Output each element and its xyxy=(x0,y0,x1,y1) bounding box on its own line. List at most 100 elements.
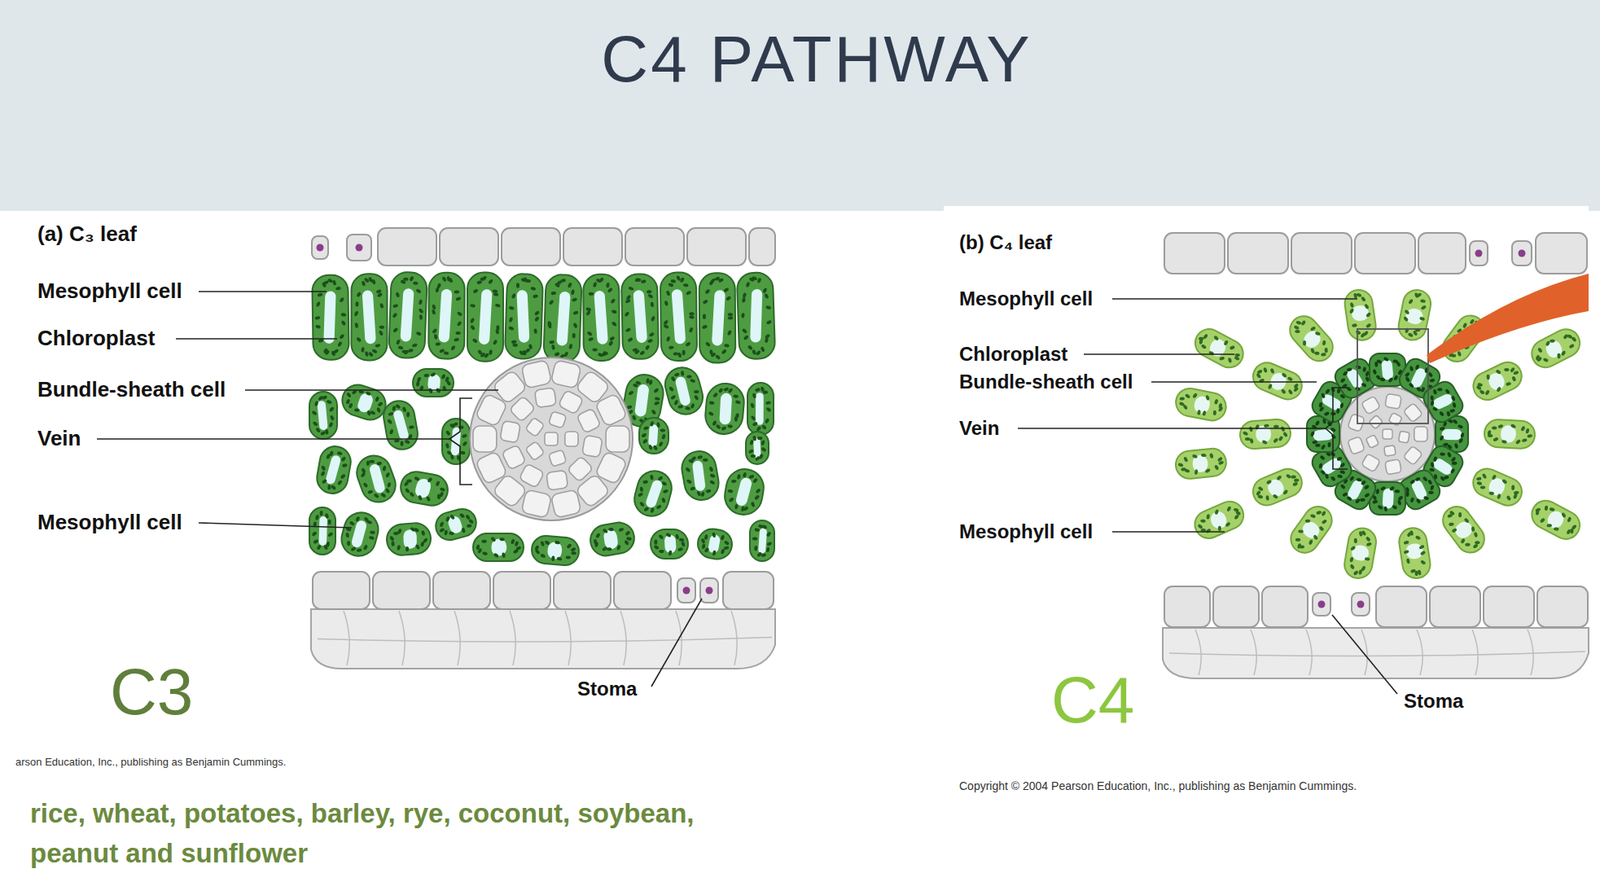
cell-wall xyxy=(747,382,774,435)
nucleus-dot xyxy=(1357,600,1365,609)
chloroplast-dot xyxy=(1560,350,1567,357)
spongy-cell xyxy=(530,534,581,567)
chloroplast-dot xyxy=(1544,504,1549,511)
chloroplast-dot xyxy=(1350,302,1355,308)
chloroplast-dot xyxy=(661,497,667,504)
chloroplast-dot xyxy=(327,277,334,283)
chloroplast-dot xyxy=(391,405,396,412)
leader-line xyxy=(1112,530,1225,533)
chloroplast-dot xyxy=(1364,556,1371,562)
chloroplast-dot xyxy=(689,378,696,384)
mesophyll-cell xyxy=(1190,496,1248,543)
vein xyxy=(469,357,633,521)
chloroplast-dot xyxy=(1415,363,1421,370)
vacuole xyxy=(711,289,726,347)
leader-line xyxy=(96,438,450,440)
chloroplast-dot xyxy=(323,543,329,551)
chloroplast-dot xyxy=(1294,329,1301,334)
bundle-sheath-cell xyxy=(1420,377,1467,426)
chloroplast-dot xyxy=(360,467,367,474)
chloroplast-dot xyxy=(1546,523,1552,528)
chloroplast-dot xyxy=(1336,455,1342,461)
cell-wall xyxy=(388,271,428,360)
chloroplast-dot xyxy=(1414,292,1420,299)
cell-wall xyxy=(1190,324,1249,373)
chloroplast-dot xyxy=(721,348,728,355)
chloroplast-dot xyxy=(1404,376,1411,383)
chloroplast-dot xyxy=(355,336,362,342)
chloroplast-dot xyxy=(1439,452,1446,456)
chloroplast-dot xyxy=(380,492,387,499)
chloroplast-dot xyxy=(1491,473,1498,481)
chloroplast-dot xyxy=(495,302,501,308)
chloroplast-dot xyxy=(548,298,555,305)
chloroplast-dot xyxy=(492,338,499,346)
chloroplast-dot xyxy=(369,530,376,535)
chloroplast-dot xyxy=(1267,383,1274,391)
chloroplast-dot xyxy=(1213,410,1217,417)
chloroplast-dot xyxy=(711,420,718,427)
leader-line xyxy=(651,598,702,687)
vein xyxy=(1340,386,1435,482)
chloroplast-dot xyxy=(1404,371,1411,377)
chloroplast-dot xyxy=(643,425,649,431)
chloroplast-dot xyxy=(407,348,414,354)
chloroplast-dot xyxy=(1305,519,1311,523)
chloroplast-dot xyxy=(749,402,755,408)
chloroplast-dot xyxy=(1444,388,1451,395)
chloroplast-dot xyxy=(682,350,686,356)
chloroplast-dot xyxy=(1420,304,1428,311)
chloroplast-dot xyxy=(731,479,737,484)
chloroplast-dot xyxy=(445,516,451,522)
vacuole xyxy=(1404,306,1425,325)
chloroplast-dot xyxy=(1457,424,1464,430)
chloroplast-dot xyxy=(341,320,347,327)
part-label: Mesophyll cell xyxy=(37,278,183,304)
chloroplast-dot xyxy=(569,547,576,553)
chloroplast-dot xyxy=(1521,438,1528,443)
chloroplast-dot xyxy=(438,527,446,534)
epidermal-cell xyxy=(377,227,437,266)
chloroplast-dot xyxy=(631,347,638,353)
chloroplast-dot xyxy=(631,414,637,421)
chloroplast-dot xyxy=(355,291,362,299)
guard-cell xyxy=(1469,241,1488,266)
part-label: Vein xyxy=(37,425,81,452)
chloroplast-dot xyxy=(761,424,768,430)
chloroplast-dot xyxy=(727,424,733,429)
chloroplast-dot xyxy=(416,376,422,382)
chloroplast-dot xyxy=(1463,517,1469,523)
chloroplast-dot xyxy=(366,409,372,416)
chloroplast-dot xyxy=(1391,504,1399,510)
panel-ground xyxy=(943,206,1589,213)
cell-wall xyxy=(1526,495,1585,544)
chloroplast-dot xyxy=(356,547,363,553)
chloroplast-dot xyxy=(551,291,557,296)
chloroplast-dot xyxy=(709,479,716,486)
chloroplast-dot xyxy=(727,488,733,493)
chloroplast-dot xyxy=(1450,467,1456,474)
chloroplast-dot xyxy=(368,350,374,357)
chloroplast-dot xyxy=(1454,442,1460,449)
chloroplast-dot xyxy=(653,539,658,545)
chloroplast-dot xyxy=(1376,504,1384,510)
mesophyll-cell xyxy=(1437,500,1490,558)
chloroplast-dot xyxy=(644,344,651,351)
chloroplast-dot xyxy=(1310,513,1316,519)
chloroplast-dot xyxy=(1330,475,1337,482)
chloroplast-dot xyxy=(1353,293,1358,299)
cell-wall xyxy=(309,507,336,555)
chloroplast-dot xyxy=(1327,442,1331,448)
chloroplast-dot xyxy=(766,547,771,553)
chloroplast-dot xyxy=(376,460,382,465)
chloroplast-dot xyxy=(626,337,634,343)
chloroplast-dot xyxy=(1360,530,1367,537)
vacuole xyxy=(1319,392,1343,413)
guard-cell xyxy=(700,578,719,603)
vacuole xyxy=(399,288,414,342)
chloroplast-dot xyxy=(1423,495,1430,500)
chloroplast-dot xyxy=(752,435,757,442)
chloroplast-dot xyxy=(752,477,759,483)
chloroplast-dot xyxy=(1383,356,1390,363)
slab-cell-line xyxy=(565,610,571,666)
